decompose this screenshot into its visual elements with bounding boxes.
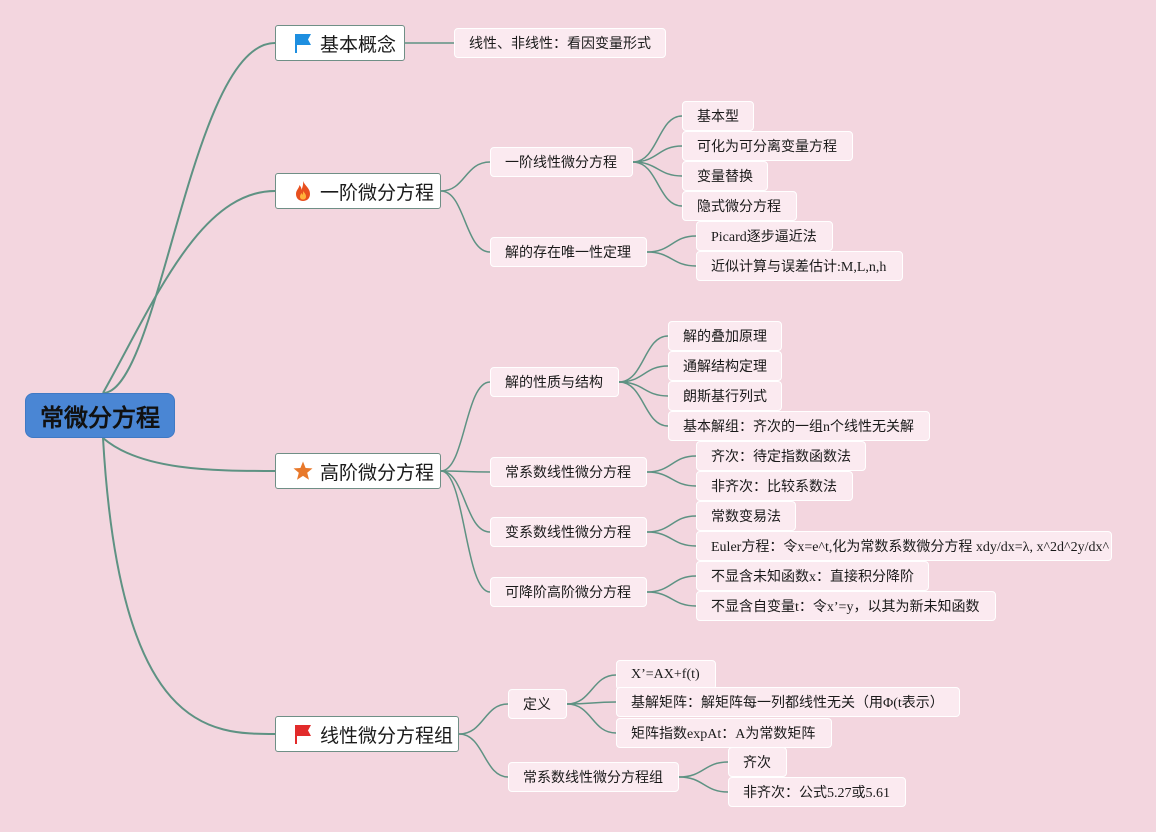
leaf-wronskian[interactable]: 朗斯基行列式: [668, 381, 782, 411]
branch-first-order[interactable]: 一阶微分方程: [275, 173, 441, 209]
leaf-substitution[interactable]: 变量替换: [682, 161, 768, 191]
connector-line: [618, 365, 669, 383]
connector-line: [646, 251, 697, 267]
connector-line: [440, 190, 491, 253]
connector-line: [440, 470, 491, 473]
orange-star-icon: [293, 461, 313, 480]
connector-line: [632, 115, 683, 163]
connector-line: [458, 703, 509, 735]
connector-line: [440, 161, 491, 192]
sub-reducible-order[interactable]: 可降阶高阶微分方程: [490, 577, 647, 607]
branch-label: 高阶微分方程: [320, 461, 435, 484]
leaf-linearity[interactable]: 线性、非线性：看因变量形式: [454, 28, 666, 58]
sub-definition[interactable]: 定义: [508, 689, 567, 719]
leaf-variation-parameters[interactable]: 常数变易法: [696, 501, 796, 531]
sub-solution-structure[interactable]: 解的性质与结构: [490, 367, 619, 397]
connector-line: [458, 733, 509, 778]
leaf-no-unknown-x[interactable]: 不显含未知函数x：直接积分降阶: [696, 561, 929, 591]
branch-higher-order[interactable]: 高阶微分方程: [275, 453, 441, 489]
leaf-superposition[interactable]: 解的叠加原理: [668, 321, 782, 351]
leaf-homogeneous-exp[interactable]: 齐次：待定指数函数法: [696, 441, 866, 471]
leaf-euler-equation[interactable]: Euler方程：令x=e^t,化为常数系数微分方程 xdy/dx=λ, x^2d…: [696, 531, 1112, 561]
leaf-general-solution[interactable]: 通解结构定理: [668, 351, 782, 381]
connector-line: [440, 470, 491, 533]
connector-line: [646, 591, 697, 607]
branch-label: 线性微分方程组: [320, 724, 454, 747]
branch-basic-concepts[interactable]: 基本概念: [275, 25, 405, 61]
root-label: 常微分方程: [40, 404, 160, 432]
leaf-matrix-exponential[interactable]: 矩阵指数expAt：A为常数矩阵: [616, 718, 832, 748]
branch-label: 基本概念: [320, 33, 397, 56]
blue-flag-icon: [295, 34, 311, 53]
sub-first-order-linear[interactable]: 一阶线性微分方程: [490, 147, 633, 177]
connector-line: [102, 437, 276, 735]
connector-line: [618, 381, 669, 427]
connector-line: [632, 145, 683, 163]
leaf-separable[interactable]: 可化为可分离变量方程: [682, 131, 853, 161]
connector-line: [566, 703, 617, 734]
sub-constant-system[interactable]: 常系数线性微分方程组: [508, 762, 679, 792]
connector-line: [440, 381, 491, 472]
connector-line: [678, 776, 729, 793]
leaf-system-nonhomogeneous[interactable]: 非齐次：公式5.27或5.61: [728, 777, 906, 807]
sub-existence-uniqueness[interactable]: 解的存在唯一性定理: [490, 237, 647, 267]
sub-constant-coefficient[interactable]: 常系数线性微分方程: [490, 457, 647, 487]
fire-icon: [296, 181, 310, 201]
leaf-system-homogeneous[interactable]: 齐次: [728, 747, 787, 777]
root-node[interactable]: 常微分方程: [25, 393, 175, 438]
leaf-fundamental-set[interactable]: 基本解组：齐次的一组n个线性无关解: [668, 411, 930, 441]
sub-variable-coefficient[interactable]: 变系数线性微分方程: [490, 517, 647, 547]
connector-line: [566, 674, 617, 705]
connector-line: [646, 455, 697, 473]
leaf-implicit[interactable]: 隐式微分方程: [682, 191, 797, 221]
connector-line: [618, 335, 669, 383]
leaf-system-equation[interactable]: X’=AX+f(t): [616, 660, 716, 690]
leaf-picard[interactable]: Picard逐步逼近法: [696, 221, 833, 251]
leaf-undetermined-coefficients[interactable]: 非齐次：比较系数法: [696, 471, 853, 501]
connector-line: [646, 471, 697, 487]
branch-label: 一阶微分方程: [320, 181, 435, 204]
connector-line: [646, 235, 697, 253]
connector-line: [678, 761, 729, 778]
leaf-approximation[interactable]: 近似计算与误差估计:M,L,n,h: [696, 251, 903, 281]
connector-line: [102, 190, 276, 394]
leaf-no-independent-t[interactable]: 不显含自变量t：令x’=y，以其为新未知函数: [696, 591, 996, 621]
connector-line: [632, 161, 683, 207]
connector-line: [646, 531, 697, 547]
leaf-fundamental-matrix[interactable]: 基解矩阵：解矩阵每一列都线性无关（用Φ(t表示）: [616, 687, 960, 717]
connector-line: [102, 42, 276, 394]
connector-line: [646, 515, 697, 533]
leaf-basic-type[interactable]: 基本型: [682, 101, 754, 131]
connector-line: [440, 470, 491, 593]
red-flag-icon: [295, 725, 311, 744]
connector-line: [102, 437, 276, 472]
connector-line: [646, 575, 697, 593]
branch-linear-systems[interactable]: 线性微分方程组: [275, 716, 459, 752]
